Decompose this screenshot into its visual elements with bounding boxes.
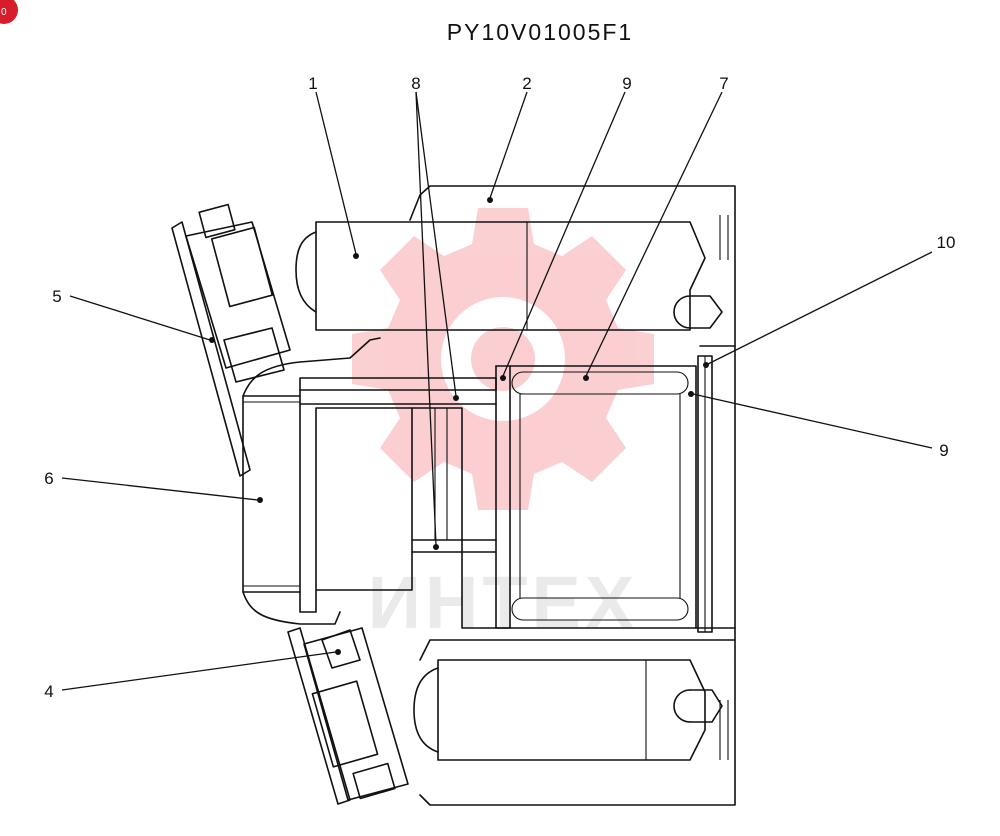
cylinder-block: [299, 365, 736, 629]
upper-piston-part-1: [295, 221, 723, 331]
housing-part-2: [409, 185, 736, 806]
lower-piston: [413, 659, 723, 761]
upper-plate-part-5: [171, 203, 291, 477]
drawing-title: PY10V01005F1: [447, 19, 633, 45]
lower-plate-part-4: [287, 627, 409, 805]
watermark-gear-icon: [352, 208, 654, 510]
leader-lines: [61, 91, 933, 691]
callout-8: 8: [411, 74, 420, 93]
corner-badge-text: 0: [1, 7, 7, 18]
shaft-part-6: [242, 337, 381, 625]
spring-part-7: [511, 371, 689, 621]
callout-4: 4: [44, 682, 53, 701]
watermark-text: ИНТЕХ: [368, 561, 639, 644]
callout-6: 6: [44, 469, 53, 488]
callout-1: 1: [308, 74, 317, 93]
callout-2: 2: [522, 74, 531, 93]
callout-9-upper: 9: [622, 74, 631, 93]
corner-badge-circle: [0, 0, 18, 24]
callouts: 1 8 2 9 7 10 5 9 6 4: [44, 74, 955, 701]
callout-9-lower: 9: [939, 441, 948, 460]
end-cap-part-10: [697, 355, 713, 633]
watermark: ИНТЕХ: [352, 208, 654, 644]
callout-5: 5: [52, 287, 61, 306]
callout-7: 7: [719, 74, 728, 93]
corner-badge: 0: [0, 0, 18, 24]
callout-10: 10: [937, 233, 956, 252]
